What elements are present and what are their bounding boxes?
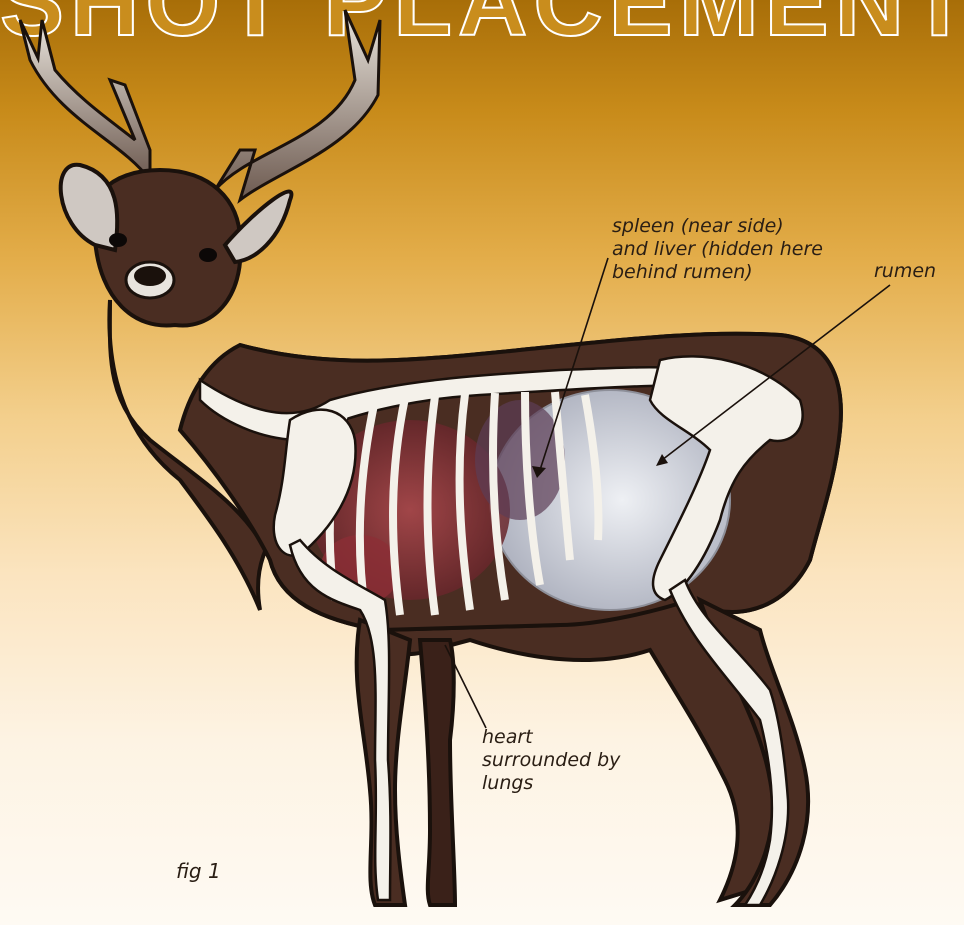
rumen-label: rumen xyxy=(874,260,936,283)
spleen-liver-label: spleen (near side) and liver (hidden her… xyxy=(612,215,823,284)
spleen-organ xyxy=(475,400,565,520)
heart-lungs-label: heart surrounded by lungs xyxy=(482,726,620,795)
figure-caption: fig 1 xyxy=(176,860,221,883)
